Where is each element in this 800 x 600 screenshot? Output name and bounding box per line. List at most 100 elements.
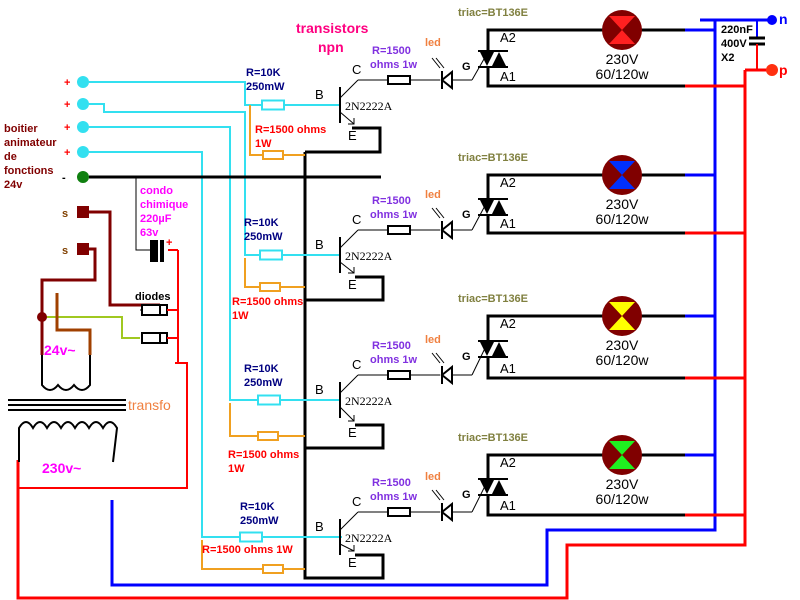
- pulldown-resistor-label: R=1500 ohms: [228, 449, 299, 461]
- lamp-voltage: 230V: [606, 196, 639, 212]
- a1-wire: [486, 357, 685, 380]
- pulldown-resistor-label: 1W: [232, 310, 249, 322]
- pulldown-3: [229, 403, 305, 437]
- primary-coil-icon: [18, 421, 119, 463]
- controller-label: 24v: [4, 179, 23, 191]
- s2-wire: [40, 247, 97, 355]
- pulldown-resistor-label: 1W: [228, 463, 245, 475]
- emitter-return-2: [305, 275, 385, 302]
- transistor-emitter: [339, 261, 355, 274]
- terminal-minus: [77, 171, 89, 183]
- lamp-segment: [609, 441, 635, 455]
- collector-resistor: [387, 75, 411, 85]
- title-line1: transistors: [296, 20, 369, 36]
- terminal-sign: +: [64, 122, 70, 134]
- components: [8, 10, 778, 574]
- lamp-power: 60/120w: [596, 491, 650, 507]
- lamp-power: 60/120w: [596, 352, 650, 368]
- pin-e: E: [348, 555, 357, 570]
- triac-icon: [480, 480, 494, 494]
- emitter-return-3: [305, 423, 385, 450]
- chem-cap-label: chimique: [140, 199, 188, 211]
- collector-resistor-label: ohms 1w: [370, 209, 418, 221]
- lamp-voltage: 230V: [606, 51, 639, 67]
- led-ray: [435, 352, 445, 364]
- a2-wire: [486, 28, 700, 51]
- terminal-sign: +: [64, 77, 70, 89]
- triac-icon: [492, 480, 506, 494]
- collector-resistor-label: R=1500: [372, 477, 411, 489]
- emitter-arrow-icon: [348, 118, 355, 125]
- pin-b: B: [315, 237, 324, 252]
- emitter-arrow-icon: [348, 415, 355, 422]
- collector-resistor-label: ohms 1w: [370, 354, 418, 366]
- pin-c: C: [352, 357, 361, 372]
- led-ray: [431, 489, 441, 501]
- led-icon: [440, 69, 453, 91]
- pulldown-resistor-label: R=1500 ohms 1W: [202, 544, 293, 556]
- rectifier-out: [19, 362, 188, 489]
- cap-label: 220nF: [721, 24, 753, 36]
- collector-resistor-label: R=1500: [372, 195, 411, 207]
- control-line-3: [89, 126, 257, 401]
- secondary-coil-icon: [41, 355, 91, 391]
- collector-resistor-label: ohms 1w: [370, 59, 418, 71]
- pulldown-resistor: [259, 282, 281, 292]
- base-resistor: [257, 394, 281, 406]
- terminal-sign: +: [64, 99, 70, 111]
- pulldown-resistor-label: R=1500 ohms: [255, 124, 326, 136]
- emitter-arrow-icon: [348, 267, 355, 274]
- terminal-p: [766, 64, 778, 76]
- pin-g: G: [462, 209, 471, 221]
- pin-a1: A1: [500, 69, 516, 84]
- transistor-collector: [339, 79, 359, 99]
- transistor-emitter: [339, 111, 355, 125]
- collector-resistor: [387, 225, 411, 235]
- pulldown-2: [244, 258, 305, 288]
- pin-c: C: [352, 494, 361, 509]
- primary-voltage: 230v~: [42, 460, 81, 476]
- led-label: led: [425, 471, 441, 483]
- base-resistor-label: R=10K: [244, 217, 279, 229]
- cap-minus-wire: [135, 177, 150, 251]
- controller-label: boitier: [4, 123, 38, 135]
- controller-label: fonctions: [4, 165, 54, 177]
- electrolytic-cap-icon: [150, 240, 158, 262]
- collector-resistor-label: R=1500: [372, 45, 411, 57]
- pin-g: G: [462, 351, 471, 363]
- led-icon: [440, 364, 453, 386]
- pulldown-resistor: [262, 564, 284, 574]
- triac-icon: [480, 342, 494, 356]
- terminal-sign: +: [64, 147, 70, 159]
- base-resistor-label: R=10K: [240, 501, 275, 513]
- a2-wire: [486, 173, 700, 199]
- pin-b: B: [315, 382, 324, 397]
- p-label: p: [779, 62, 788, 78]
- lamp-segment: [609, 455, 635, 469]
- chem-cap-label: condo: [140, 185, 173, 197]
- cap-plate: [160, 240, 164, 262]
- pin-a2: A2: [500, 316, 516, 331]
- triac-icon: [492, 342, 506, 356]
- triac-icon: [480, 52, 494, 66]
- transistor-collector: [339, 374, 359, 394]
- terminal-plus: [77, 146, 89, 158]
- a2-wire: [486, 314, 700, 341]
- collector-resistor: [387, 370, 411, 380]
- pulldown-resistor: [257, 431, 279, 441]
- terminal-s: [77, 206, 89, 218]
- emitter-arrow-icon: [348, 545, 355, 552]
- base-resistor-label: 250mW: [240, 515, 279, 527]
- lamp-voltage: 230V: [606, 476, 639, 492]
- pin-a2: A2: [500, 30, 516, 45]
- led-icon: [440, 219, 453, 241]
- pin-a2: A2: [500, 455, 516, 470]
- base-resistor-label: R=10K: [244, 363, 279, 375]
- control-line-1: [89, 81, 260, 106]
- pin-b: B: [315, 519, 324, 534]
- control-line-2: [89, 103, 257, 256]
- pulldown-1: [249, 105, 305, 156]
- transistor-model: 2N2222A: [345, 394, 393, 408]
- cap-label: 400V: [721, 38, 747, 50]
- junction-dot: [37, 312, 47, 322]
